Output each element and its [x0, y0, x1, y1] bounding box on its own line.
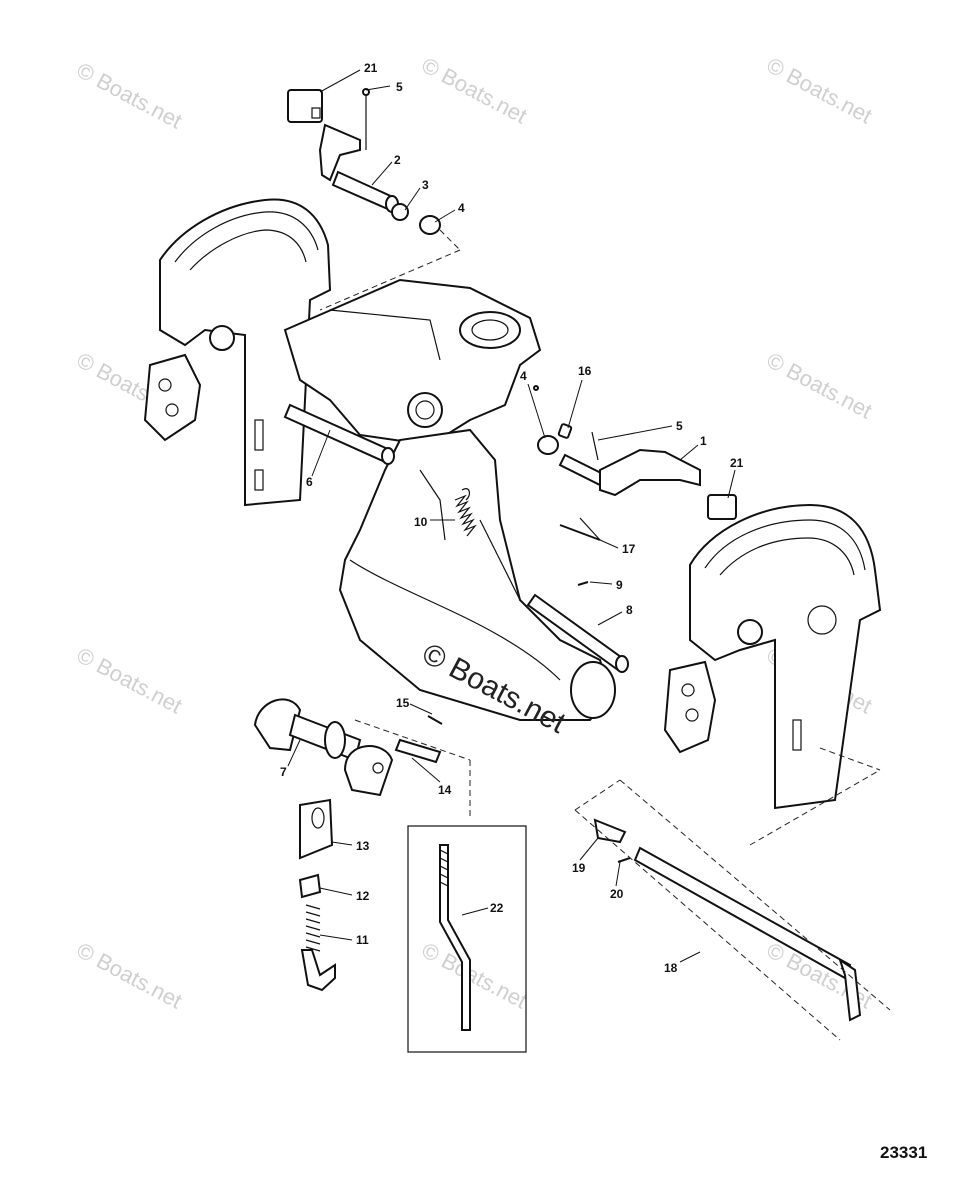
callout-21: 21 [364, 61, 378, 75]
inset-tilt-rod [407, 825, 527, 1053]
callout-8: 8 [626, 603, 633, 617]
callout-21: 21 [730, 456, 744, 470]
leader-lines [287, 69, 736, 963]
callout-1: 1 [700, 434, 707, 448]
watermark: © Boats.net [73, 642, 187, 718]
callout-2: 2 [394, 153, 401, 167]
callout-9: 9 [616, 578, 623, 592]
callout-4: 4 [458, 201, 465, 215]
watermark: © Boats.net [73, 57, 187, 133]
watermark: © Boats.net [763, 347, 877, 423]
watermark: © Boats.net [73, 937, 187, 1013]
callout-5: 5 [396, 80, 403, 94]
callout-3: 3 [422, 178, 429, 192]
tilt-spring [454, 488, 477, 537]
tilt-lever-right [533, 385, 737, 520]
callout-16: 16 [578, 364, 592, 378]
callout-7: 7 [280, 765, 287, 779]
callout-14: 14 [438, 783, 452, 797]
callout-6: 6 [306, 475, 313, 489]
callout-10: 10 [414, 515, 428, 529]
tilt-rod-assembly [574, 747, 891, 1041]
tilt-lever-top [287, 88, 461, 311]
left-clamp-bracket [143, 198, 332, 507]
callout-18: 18 [664, 961, 678, 975]
callout-15: 15 [396, 696, 410, 710]
callout-4: 4 [520, 369, 527, 383]
callout-20: 20 [610, 887, 624, 901]
lower-tilt-lock [253, 698, 471, 992]
swivel-bracket [283, 278, 616, 721]
watermark: © Boats.net [418, 52, 532, 128]
callout-17: 17 [622, 542, 636, 556]
callout-11: 11 [356, 933, 369, 947]
watermark: © Boats.net [418, 937, 532, 1013]
figure-number: 23331 [880, 1143, 927, 1162]
pins [283, 403, 629, 673]
right-clamp-bracket [663, 503, 882, 810]
callout-22: 22 [490, 901, 504, 915]
callout-labels: 21 5 2 3 4 16 4 5 1 21 6 10 17 9 8 15 7 … [280, 61, 744, 975]
callout-12: 12 [356, 889, 370, 903]
callout-13: 13 [356, 839, 370, 853]
callout-19: 19 [572, 861, 586, 875]
callout-5: 5 [676, 419, 683, 433]
watermark: © Boats.net [763, 52, 877, 128]
